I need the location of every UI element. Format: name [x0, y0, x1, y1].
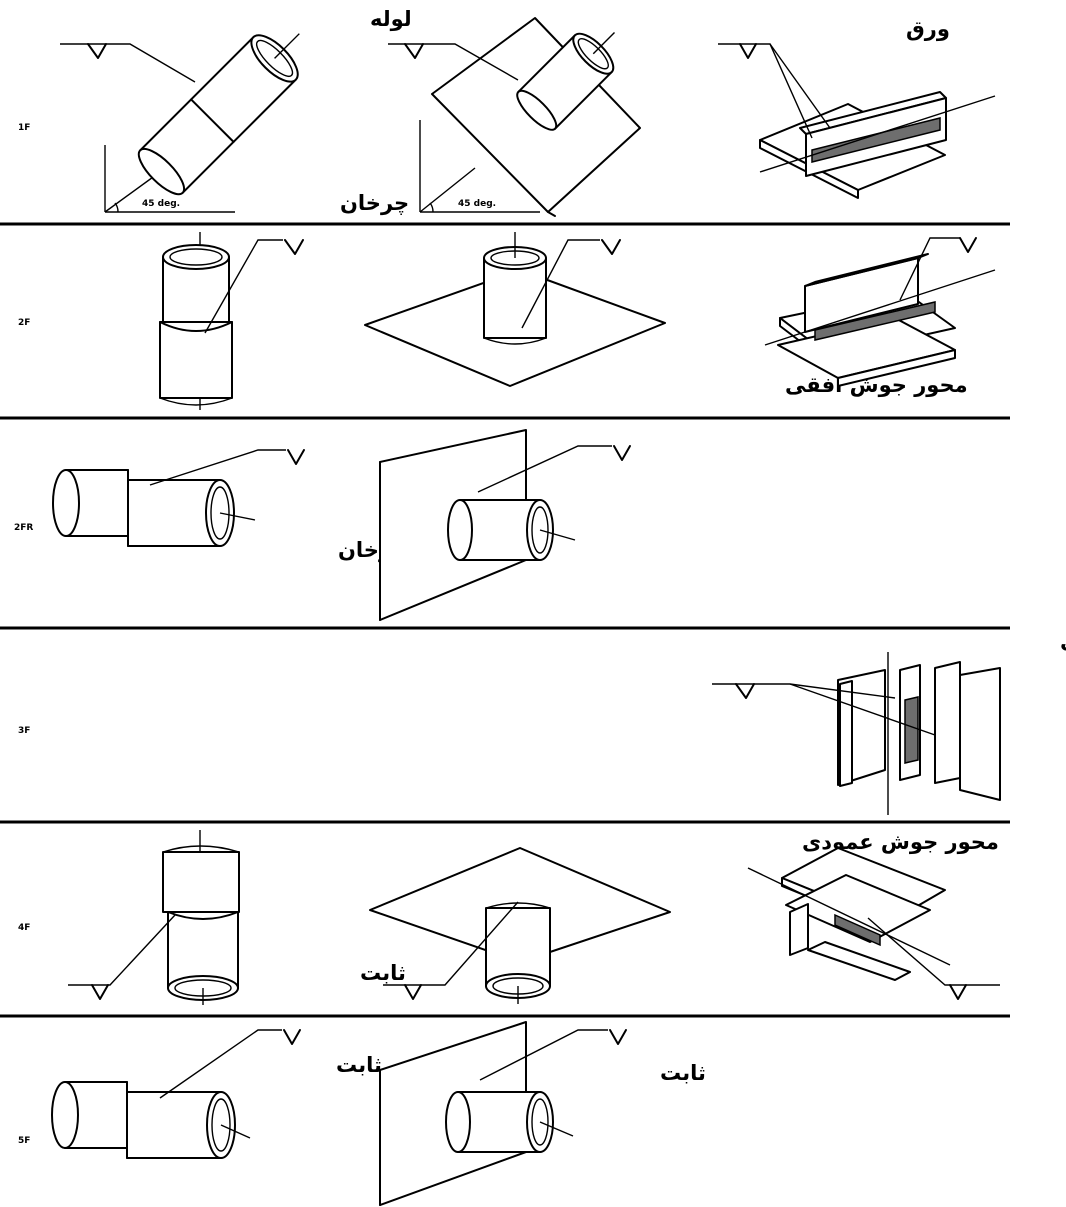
figure-1f-pipe-to-pipe: 45 deg.	[60, 33, 300, 213]
label-fixed-4f: ثابت	[360, 961, 406, 985]
angle-label-1: 45 deg.	[142, 199, 180, 209]
figure-4f-plate-to-plate	[747, 847, 1000, 1000]
position-code-4f: 4F	[18, 923, 30, 933]
figure-1f-plate-to-plate	[718, 43, 996, 199]
label-vertical-weld-axis-3f: محور جوش عمودی	[1060, 629, 1066, 653]
figure-1f-plate-to-pipe: 45 deg.	[388, 17, 641, 217]
figure-2f-pipe-to-pipe	[159, 232, 304, 410]
figure-2f-plate-to-pipe: محور جوش افقی	[364, 232, 968, 397]
position-code-1f: 1F	[18, 123, 30, 133]
label-rotating-1f: چرخان	[340, 191, 409, 215]
label-pipe: لوله	[370, 7, 412, 31]
figure-2fr-pipe-to-pipe: چرخان	[52, 449, 407, 562]
figure-5f-pipe-to-pipe: ثابت	[51, 1029, 382, 1159]
angle-label-2: 45 deg.	[458, 199, 496, 209]
figure-2f-plate-to-plate	[764, 237, 996, 387]
figure-2fr-plate-to-pipe	[379, 429, 631, 621]
figure-4f-pipe-to-pipe: ثابت	[68, 830, 406, 1005]
position-code-5f: 5F	[18, 1136, 30, 1146]
label-fixed-5f-plate: ثابت	[660, 1061, 706, 1085]
label-plate: ورق	[906, 17, 950, 41]
position-code-2fr: 2FR	[14, 523, 33, 533]
figure-5f-plate-to-pipe: ثابت	[379, 1021, 706, 1206]
position-code-2f: 2F	[18, 318, 30, 328]
figure-4f-plate-to-pipe: محور جوش عمودی	[369, 830, 999, 1004]
figure-3f-plate-to-plate: محور جوش عمودی	[712, 629, 1066, 815]
position-code-3f: 3F	[18, 726, 30, 736]
label-fixed-5f-pipe: ثابت	[336, 1053, 382, 1077]
